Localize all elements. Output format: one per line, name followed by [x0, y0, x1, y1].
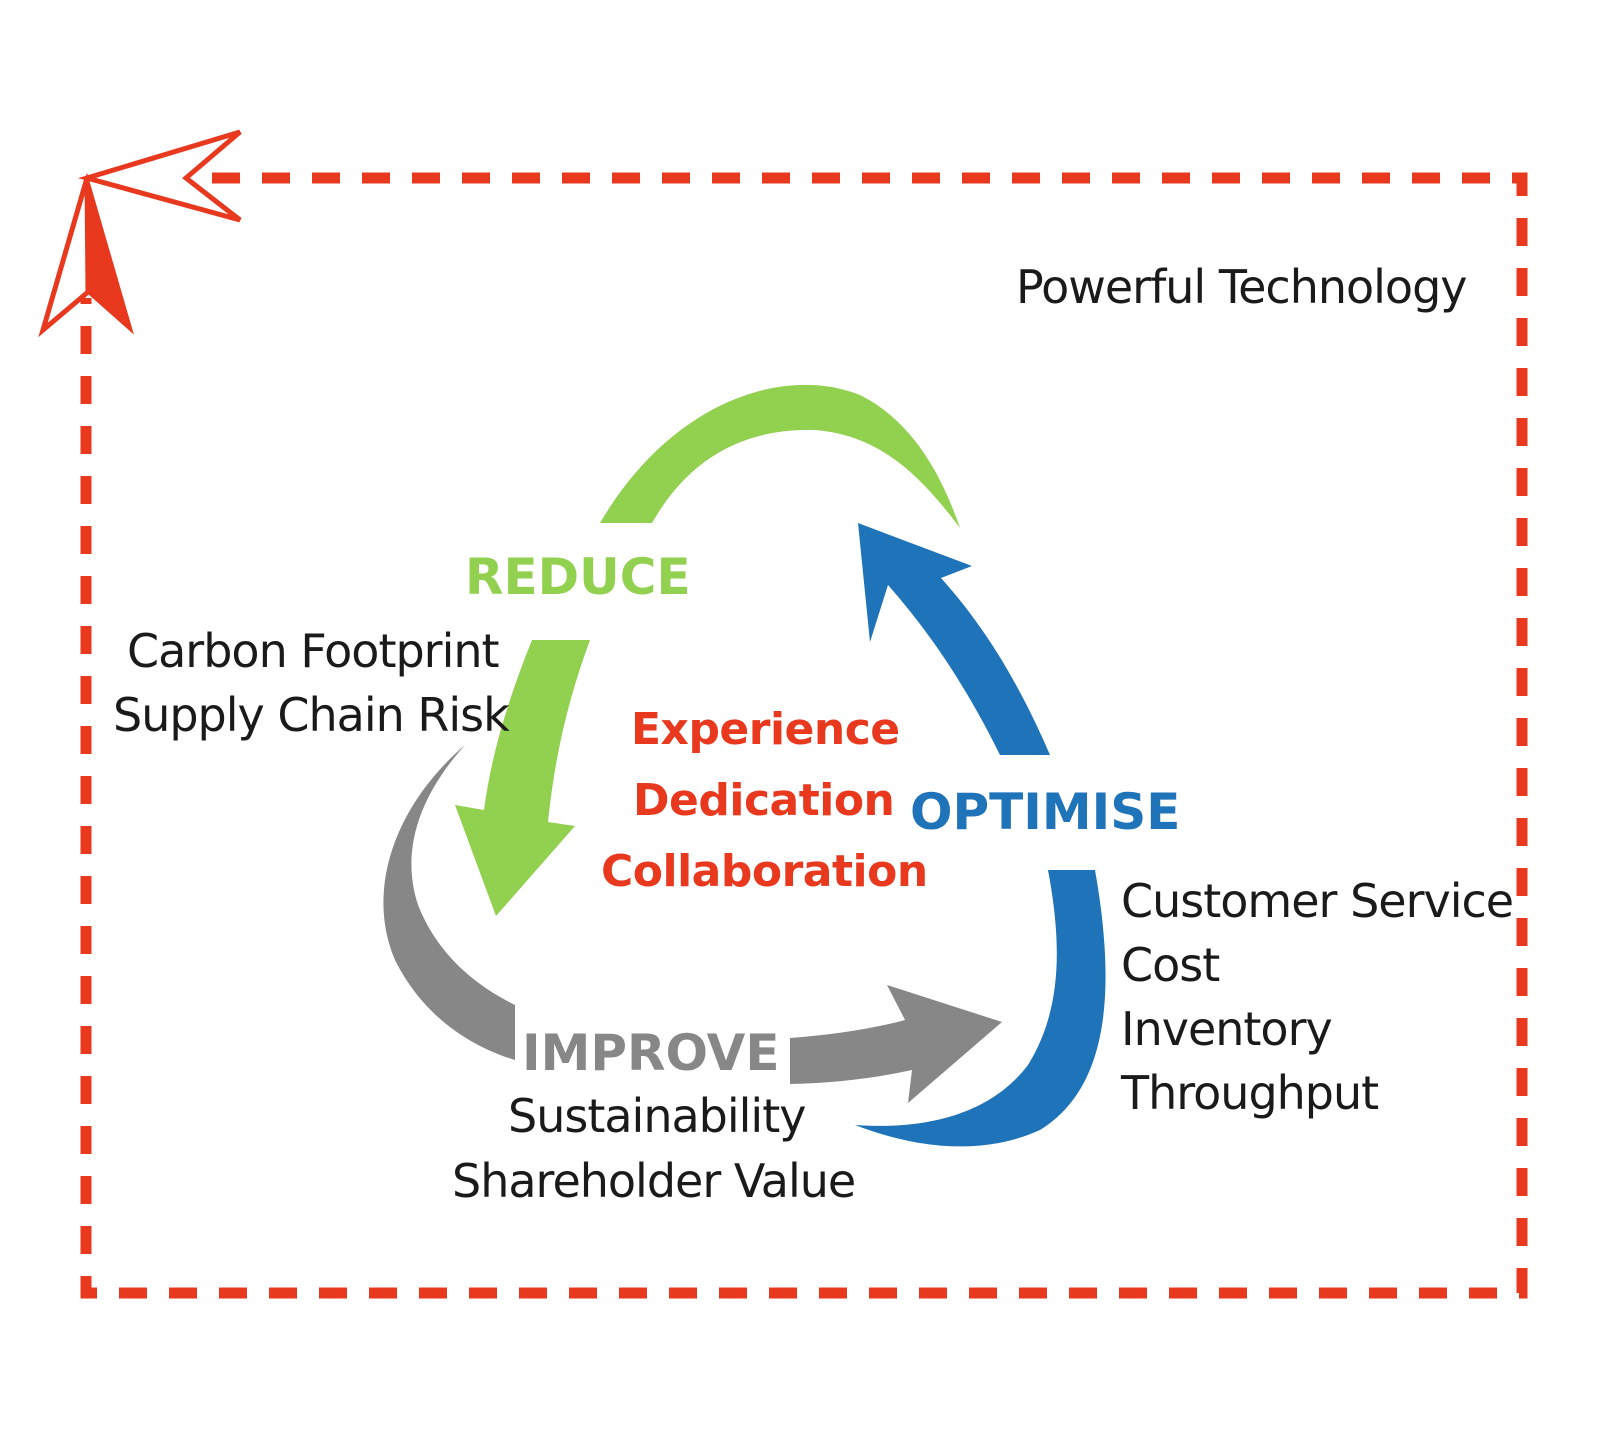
reduce-down-arrow — [455, 640, 590, 916]
optimise-item-throughput: Throughput — [1121, 1066, 1379, 1120]
optimise-item-cost: Cost — [1121, 938, 1220, 992]
improve-item-sustainability: Sustainability — [508, 1089, 806, 1143]
center-value-experience: Experience — [631, 704, 900, 755]
center-value-dedication: Dedication — [633, 775, 895, 826]
frame-title: Powerful Technology — [1016, 260, 1468, 314]
reduce-top-arc — [600, 384, 960, 528]
arrowhead-logo-icon — [38, 129, 242, 338]
optimise-item-customer-service: Customer Service — [1121, 874, 1514, 928]
reduce-heading: REDUCE — [465, 548, 691, 606]
center-value-collaboration: Collaboration — [601, 846, 928, 897]
improve-item-shareholder-value: Shareholder Value — [452, 1154, 856, 1208]
dashed-frame-border — [80, 172, 1528, 1299]
optimise-item-inventory: Inventory — [1121, 1002, 1333, 1056]
reduce-item-supply-chain-risk: Supply Chain Risk — [113, 688, 510, 742]
optimise-heading: OPTIMISE — [910, 783, 1181, 841]
improve-left-curve — [383, 745, 515, 1060]
optimise-up-arrow — [858, 523, 1050, 755]
improve-right-arrow — [790, 985, 1002, 1103]
improve-heading: IMPROVE — [522, 1024, 780, 1082]
optimise-curve — [855, 870, 1106, 1147]
reduce-item-carbon-footprint: Carbon Footprint — [127, 624, 500, 678]
